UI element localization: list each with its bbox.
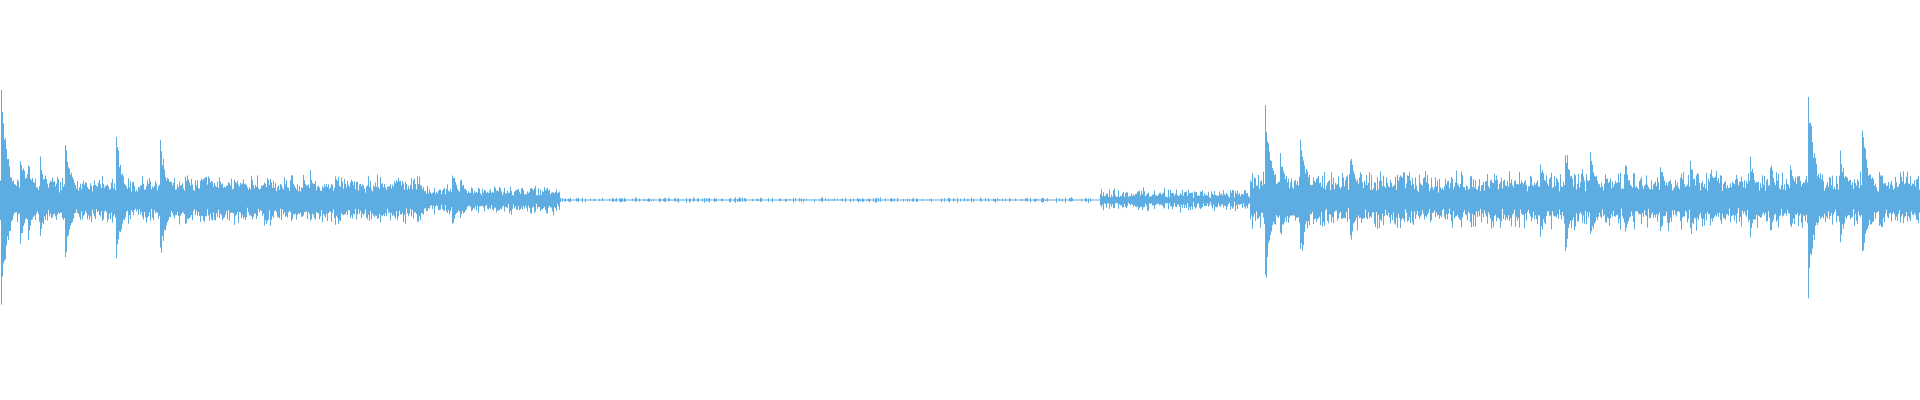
waveform-samples: [0, 89, 1920, 305]
